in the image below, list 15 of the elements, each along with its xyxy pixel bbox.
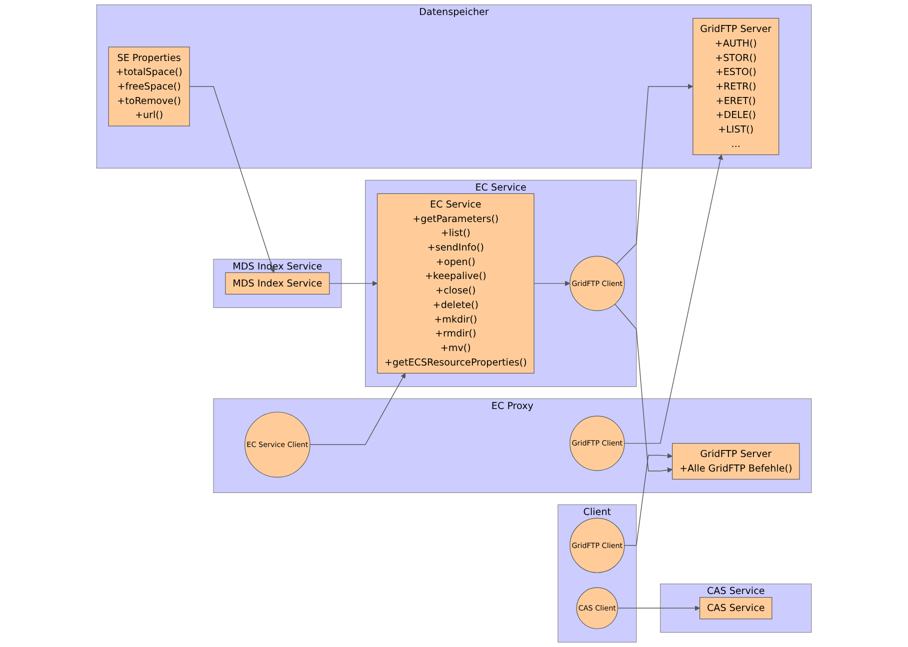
node-box: GridFTP Server +Alle GridFTP Befehle() bbox=[672, 443, 800, 480]
node-box: GridFTP Server +AUTH() +STOR() +ESTO() +RETR() +ERET() +DELE() +LIST() ... bbox=[692, 18, 780, 156]
arrow bbox=[617, 606, 700, 611]
arrow bbox=[310, 372, 406, 446]
arrow bbox=[616, 84, 694, 264]
node-box: CAS Service bbox=[700, 597, 772, 620]
node-box: MDS Index Service bbox=[225, 272, 330, 294]
arrow bbox=[329, 280, 378, 286]
arrow bbox=[614, 304, 673, 473]
arrow bbox=[624, 154, 723, 444]
node-box: SE Properties +totalSpace() +freeSpace() +toRemove() +url() bbox=[108, 46, 190, 126]
arrow bbox=[189, 86, 275, 273]
arrow bbox=[534, 280, 570, 286]
node-box: EC Service +getParameters() +list() +sendInfo() +open() +keepalive() +close() +delete() +mkdir() +rmdir() +mv() +getECSResourceProperties() bbox=[376, 193, 534, 374]
arrow bbox=[624, 453, 673, 546]
